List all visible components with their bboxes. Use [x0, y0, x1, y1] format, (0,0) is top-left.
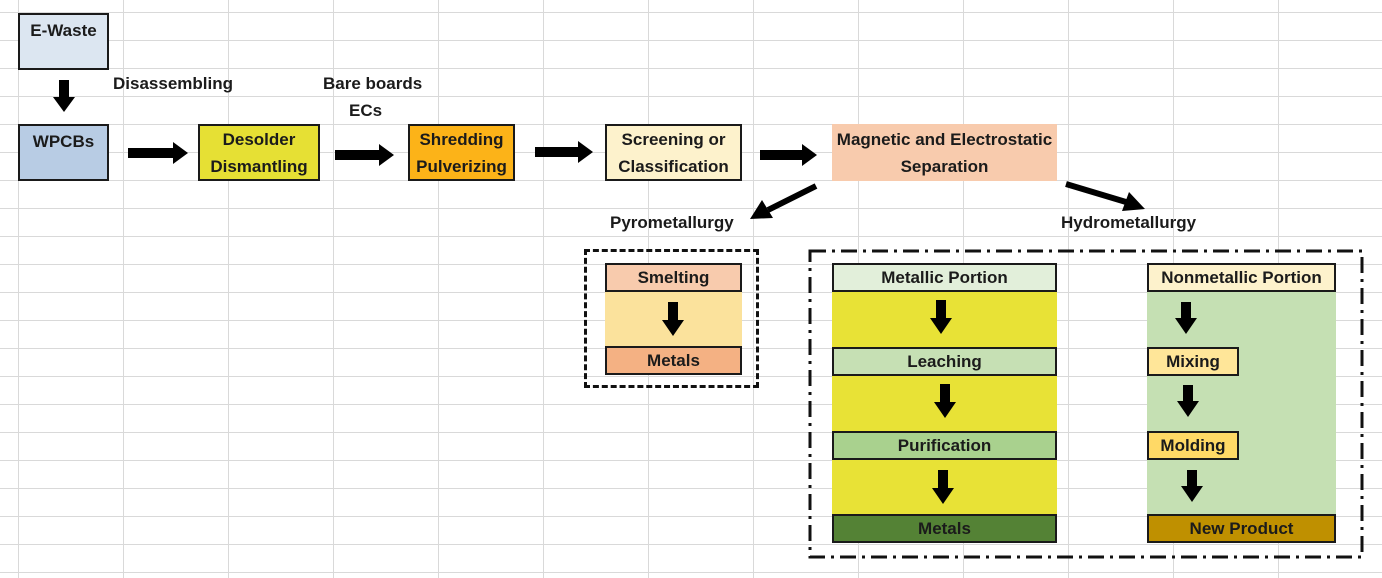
down-arrow-smelting [662, 302, 684, 336]
desolder-dismantling-box: Desolder Dismantling [198, 124, 320, 181]
right-arrow-3 [535, 141, 593, 163]
molding-box: Molding [1147, 431, 1239, 460]
down-arrow-metallic-1 [930, 300, 952, 334]
down-arrow-nonmetallic-3 [1181, 470, 1203, 502]
pyrometallurgy-group-border [584, 249, 759, 388]
wpcbs-box: WPCBs [18, 124, 109, 181]
hydro-metals-box: Metals [832, 514, 1057, 543]
down-arrow-metallic-2 [934, 384, 956, 418]
right-arrow-1 [128, 142, 188, 164]
leaching-box: Leaching [832, 347, 1057, 376]
nonmetallic-portion-box: Nonmetallic Portion [1147, 263, 1336, 292]
down-arrow-nonmetallic-1 [1175, 302, 1197, 334]
screening-classification-box: Screening or Classification [605, 124, 742, 181]
bare-boards-label: Bare boards [323, 74, 423, 93]
shredding-pulverizing-box: Shredding Pulverizing [408, 124, 515, 181]
diagonal-arrow-pyro-line [766, 183, 818, 213]
metallic-portion-box: Metallic Portion [832, 263, 1057, 292]
right-arrow-2 [335, 144, 394, 166]
down-arrow-ewaste [53, 80, 75, 112]
down-arrow-nonmetallic-2 [1177, 385, 1199, 417]
diagonal-arrow-pyro-head [750, 200, 773, 219]
new-product-box: New Product [1147, 514, 1336, 543]
purification-box: Purification [832, 431, 1057, 460]
magnetic-electrostatic-separation-box: Magnetic and Electrostatic Separation [832, 124, 1057, 181]
diagonal-arrow-hydro-head [1122, 192, 1145, 211]
mixing-box: Mixing [1147, 347, 1239, 376]
pyro-metals-box: Metals [605, 346, 742, 375]
right-arrow-4 [760, 144, 817, 166]
down-arrow-metallic-3 [932, 470, 954, 504]
diagonal-arrow-hydro-line [1065, 181, 1127, 205]
disassembling-label: Disassembling [113, 74, 233, 93]
hydrometallurgy-label: Hydrometallurgy [1061, 213, 1197, 232]
smelting-box: Smelting [605, 263, 742, 292]
pyrometallurgy-label: Pyrometallurgy [610, 213, 734, 232]
hydrometallurgy-group-border [808, 249, 1364, 559]
e-waste-box: E-Waste [18, 13, 109, 70]
ecs-label: ECs [349, 101, 383, 120]
